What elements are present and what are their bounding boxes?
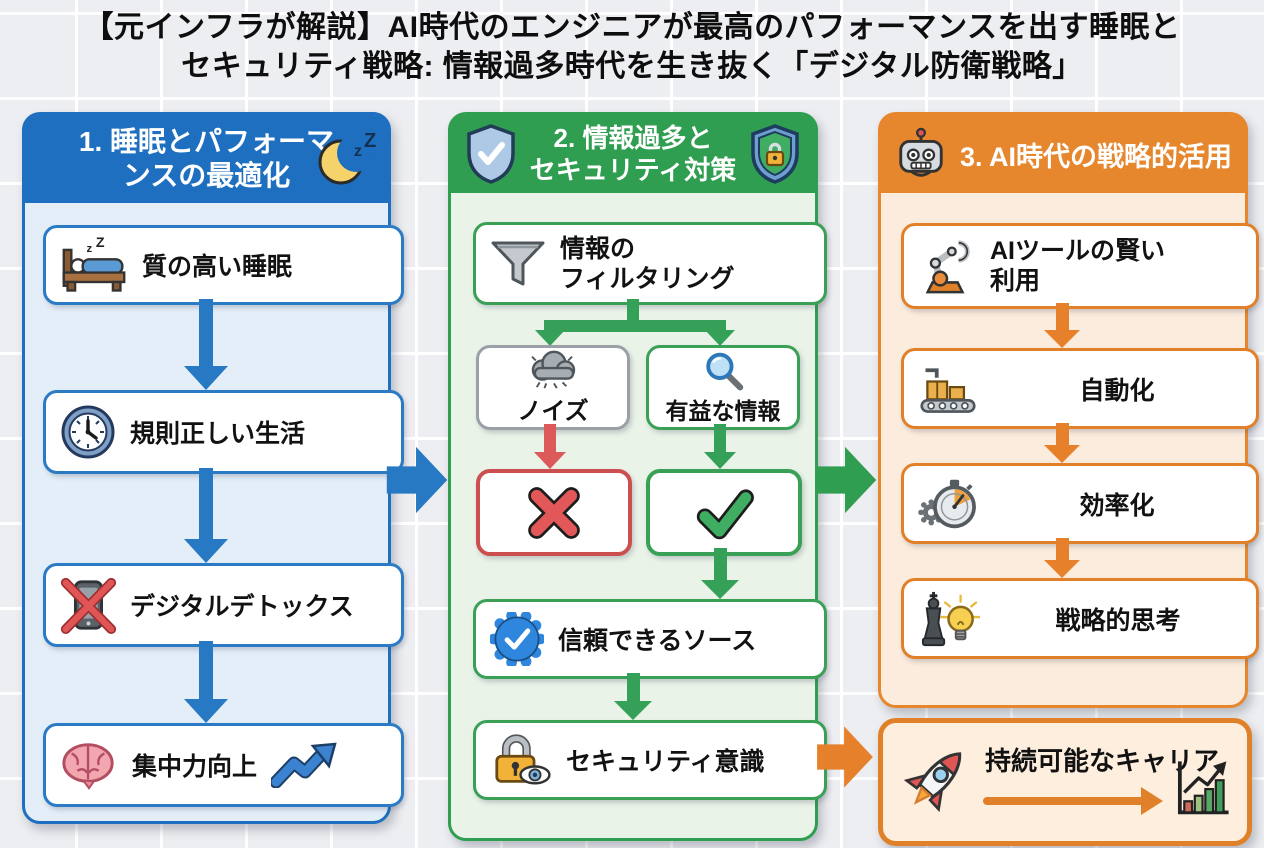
branch-stub (627, 299, 639, 322)
item-useful-info-label: 有益な情報 (665, 397, 781, 424)
item-focus-up-label: 集中力向上 (132, 753, 258, 781)
moon-zzz-icon: z Z (318, 130, 376, 185)
item-trusted-sources: 信頼できるソース (473, 599, 827, 679)
item-regular-life: 規則正しい生活 (43, 390, 404, 474)
arrow-noise-reject (534, 424, 566, 469)
flow-arrow-awareness-to-career (817, 726, 873, 788)
brain-icon (62, 743, 114, 790)
magnifier-icon (706, 352, 744, 390)
svg-text:z: z (86, 243, 92, 255)
item-focus-up: 集中力向上 (43, 723, 404, 807)
column-security-header: 2. 情報過多と セキュリティ対策 (451, 115, 815, 193)
arrow-ai-3 (1044, 538, 1080, 578)
column-ai-header: 3. AI時代の戦略的活用 (881, 115, 1245, 193)
item-efficiency: 効率化 (901, 463, 1259, 544)
page-title: 【元インフラが解説】AI時代のエンジニアが最高のパフォーマンスを出す睡眠と セキ… (0, 8, 1264, 86)
column-ai-header-label: 3. AI時代の戦略的活用 (959, 141, 1233, 172)
item-strategic-thinking: 戦略的思考 (901, 578, 1259, 659)
item-ai-tools: AIツールの賢い 利用 (901, 223, 1259, 309)
funnel-icon (491, 241, 545, 285)
shield-check-icon (467, 124, 515, 184)
item-strategic-thinking-label: 戦略的思考 (1055, 606, 1181, 635)
column-ai: 3. AI時代の戦略的活用 AIツールの賢い 利用 (878, 112, 1259, 708)
column-sleep-header-line1: 1. 睡眠とパフォーマ (78, 126, 335, 157)
verified-badge-icon (490, 612, 544, 666)
column-security: 2. 情報過多と セキュリティ対策 情報の フィルタリング (448, 112, 827, 841)
svg-text:z: z (354, 143, 362, 160)
column-sleep: 1. 睡眠とパフォーマ ンスの最適化 z Z z Z 質の高い睡眠 (22, 112, 404, 824)
column-sleep-header-line2: ンスの最適化 (122, 160, 291, 191)
green-check-icon (696, 488, 754, 539)
item-useful-info: 有益な情報 (646, 345, 800, 430)
item-security-awareness: セキュリティ意識 (473, 720, 827, 800)
robot-icon (899, 127, 943, 177)
item-info-filtering-label: 情報の フィルタリング (560, 234, 735, 293)
item-reject (476, 469, 632, 556)
item-quality-sleep: z Z 質の高い睡眠 (43, 225, 404, 305)
growth-chart-icon (1177, 761, 1229, 815)
item-ai-tools-label: AIツールの賢い 利用 (990, 237, 1166, 295)
arrow-useful-accept (704, 424, 736, 469)
column-sleep-header: 1. 睡眠とパフォーマ ンスの最適化 z Z (25, 115, 388, 203)
column-security-header-line2: セキュリティ対策 (529, 155, 737, 185)
rocket-icon (903, 752, 962, 813)
flow-arrow-security-to-ai (815, 446, 877, 514)
stopwatch-gear-icon (918, 479, 976, 528)
item-quality-sleep-label: 質の高い睡眠 (142, 253, 293, 281)
arrow-ai-1 (1044, 303, 1080, 348)
item-efficiency-label: 効率化 (1079, 491, 1155, 520)
arrow-sleep-2 (184, 468, 228, 563)
arrow-trusted-awareness (614, 673, 652, 720)
item-digital-detox-label: デジタルデトックス (130, 593, 354, 621)
arrow-sleep-1 (184, 299, 228, 390)
page-title-line2: セキュリティ戦略: 情報過多時代を生き抜く「デジタル防衛戦略」 (181, 50, 1083, 83)
page-title-line1: 【元インフラが解説】AI時代のエンジニアが最高のパフォーマンスを出す睡眠と (83, 11, 1181, 44)
no-phone-icon (60, 577, 116, 635)
flow-arrow-sleep-to-security (386, 446, 448, 514)
branch-bar (544, 320, 726, 332)
arrow-accept-trusted (701, 548, 739, 599)
branch-arrowhead-right (705, 330, 735, 346)
branch-arrowhead-left (535, 330, 565, 346)
arrow-sleep-3 (184, 641, 228, 723)
red-cross-icon (528, 486, 580, 539)
item-automation: 自動化 (901, 348, 1259, 429)
item-trusted-sources-label: 信頼できるソース (558, 627, 757, 655)
column-security-header-line1: 2. 情報過多と (553, 123, 713, 153)
career-arrow-shaft (983, 797, 1145, 805)
item-digital-detox: デジタルデトックス (43, 563, 404, 647)
uptrend-arrow-icon (271, 742, 337, 788)
svg-text:Z: Z (364, 130, 376, 152)
storm-cloud-icon (531, 350, 576, 389)
svg-text:Z: Z (96, 236, 105, 251)
sleeping-bed-icon: z Z (62, 236, 126, 292)
lock-eye-icon (495, 734, 551, 785)
item-regular-life-label: 規則正しい生活 (130, 420, 306, 448)
chess-lightbulb-icon (921, 591, 980, 646)
item-info-filtering: 情報の フィルタリング (473, 222, 827, 305)
career-box: 持続可能なキャリア (878, 718, 1252, 846)
item-automation-label: 自動化 (1079, 376, 1155, 405)
item-noise-label: ノイズ (517, 398, 589, 425)
item-security-awareness-label: セキュリティ意識 (566, 748, 765, 776)
shield-lock-icon (751, 124, 799, 184)
robot-arm-icon (925, 240, 970, 294)
career-arrow-head (1141, 787, 1163, 815)
item-noise: ノイズ (476, 345, 630, 430)
item-accept (646, 469, 802, 556)
conveyor-icon (920, 367, 976, 413)
arrow-ai-2 (1044, 423, 1080, 463)
clock-icon (61, 405, 115, 459)
